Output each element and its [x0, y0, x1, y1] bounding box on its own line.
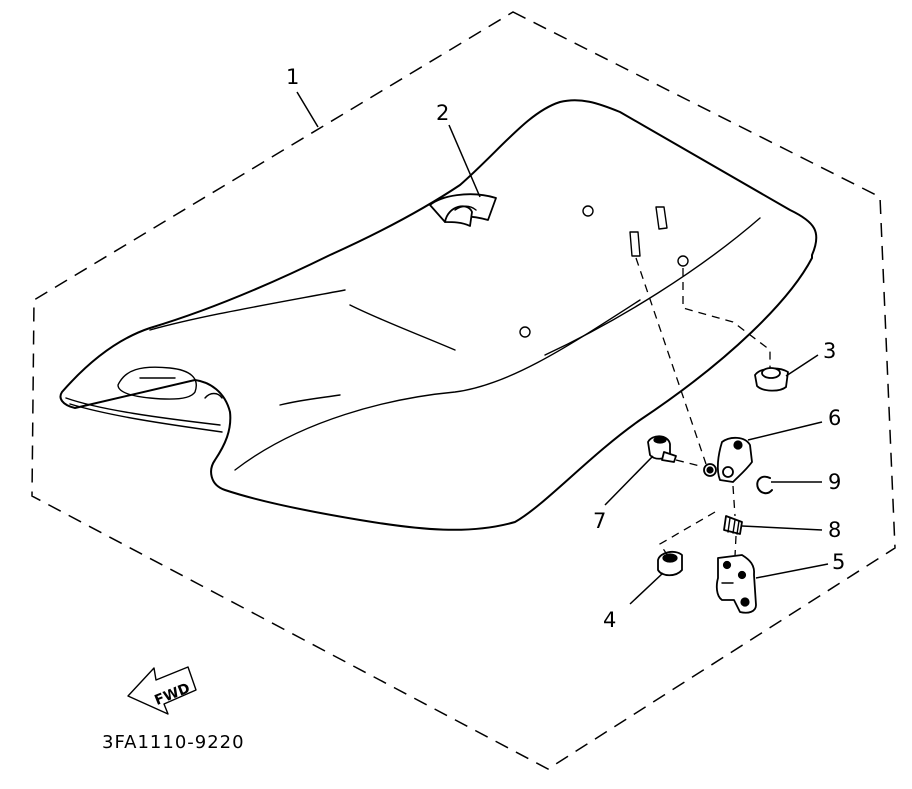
seat-hook	[703, 436, 753, 483]
callout-9: 9	[828, 470, 841, 494]
seat-strap	[429, 193, 497, 227]
seat-clip	[756, 475, 773, 495]
callout-4: 4	[603, 608, 616, 632]
assembly-boundary	[31, 11, 896, 770]
callout-6: 6	[828, 406, 841, 430]
seat-spring	[723, 515, 743, 535]
fwd-arrow-icon: FWD	[127, 666, 197, 715]
seat-nut	[657, 550, 683, 577]
callout-1: 1	[286, 65, 299, 89]
seat-damper	[754, 367, 789, 392]
seat-bolt	[647, 435, 677, 463]
leader-lines	[296, 91, 829, 605]
callout-2: 2	[436, 101, 449, 125]
fwd-label: FWD	[152, 680, 192, 709]
assembly-lines	[635, 257, 771, 557]
seat-lock-bracket	[715, 554, 757, 614]
callout-8: 8	[828, 518, 841, 542]
callout-3: 3	[823, 339, 836, 363]
callout-5: 5	[832, 550, 845, 574]
seat-body	[59, 99, 818, 531]
callout-7: 7	[593, 509, 606, 533]
diagram-code: 3FA1110-9220	[102, 732, 245, 753]
